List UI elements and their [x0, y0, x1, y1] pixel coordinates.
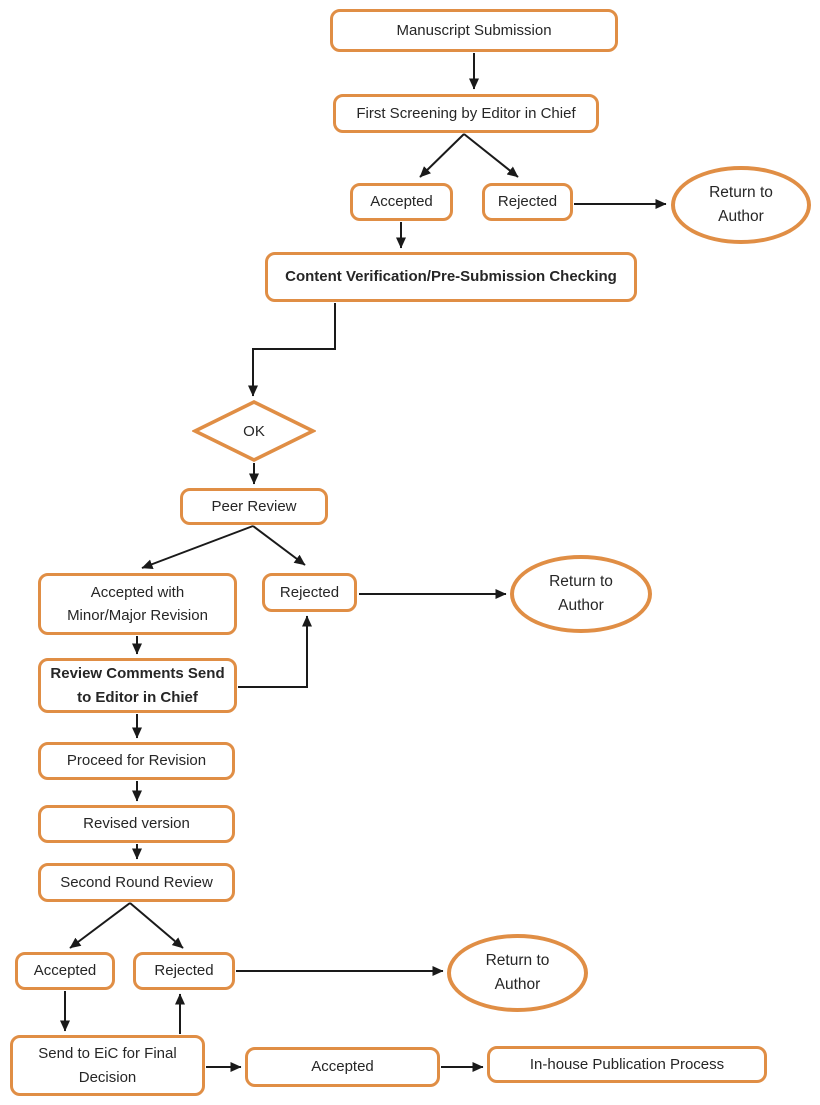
node-manuscript-submission: Manuscript Submission	[330, 9, 618, 52]
node-in-house-publication: In-house Publication Process	[487, 1046, 767, 1083]
node-review-comments: Review Comments Send to Editor in Chief	[38, 658, 237, 713]
arrow-second-round-to-rejected3	[129, 902, 184, 949]
arrow-peer-to-rejected2	[252, 525, 306, 566]
node-first-screening: First Screening by Editor in Chief	[333, 94, 599, 133]
node-proceed-for-revision: Proceed for Revision	[38, 742, 235, 780]
node-ok-decision: OK	[191, 400, 317, 462]
node-accepted-first-screening: Accepted	[350, 183, 453, 221]
node-return-to-author-2: Return to Author	[510, 555, 652, 633]
node-second-round-review: Second Round Review	[38, 863, 235, 902]
node-rejected-second-round: Rejected	[133, 952, 235, 990]
node-return-to-author-1: Return to Author	[671, 166, 811, 244]
arrow-verification-to-ok	[248, 303, 336, 397]
node-accepted-with-revision: Accepted with Minor/Major Revision	[38, 573, 237, 635]
node-peer-review: Peer Review	[180, 488, 328, 525]
node-content-verification: Content Verification/Pre-Submission Chec…	[265, 252, 637, 302]
node-revised-version: Revised version	[38, 805, 235, 843]
arrow-second-round-to-accepted2	[69, 902, 131, 949]
node-accepted-second-round: Accepted	[15, 952, 115, 990]
arrow-screening-to-accepted	[419, 133, 465, 178]
arrow-peer-to-accepted-revision	[141, 525, 254, 569]
arrow-comments-to-rejected2	[238, 615, 312, 688]
diamond-shape	[191, 400, 317, 462]
node-accepted-final: Accepted	[245, 1047, 440, 1087]
node-rejected-peer-review: Rejected	[262, 573, 357, 612]
node-return-to-author-3: Return to Author	[447, 934, 588, 1012]
arrow-screening-to-rejected	[463, 133, 519, 178]
node-send-to-eic: Send to EiC for Final Decision	[10, 1035, 205, 1096]
diamond-label: OK	[243, 422, 265, 440]
node-rejected-first-screening: Rejected	[482, 183, 573, 221]
